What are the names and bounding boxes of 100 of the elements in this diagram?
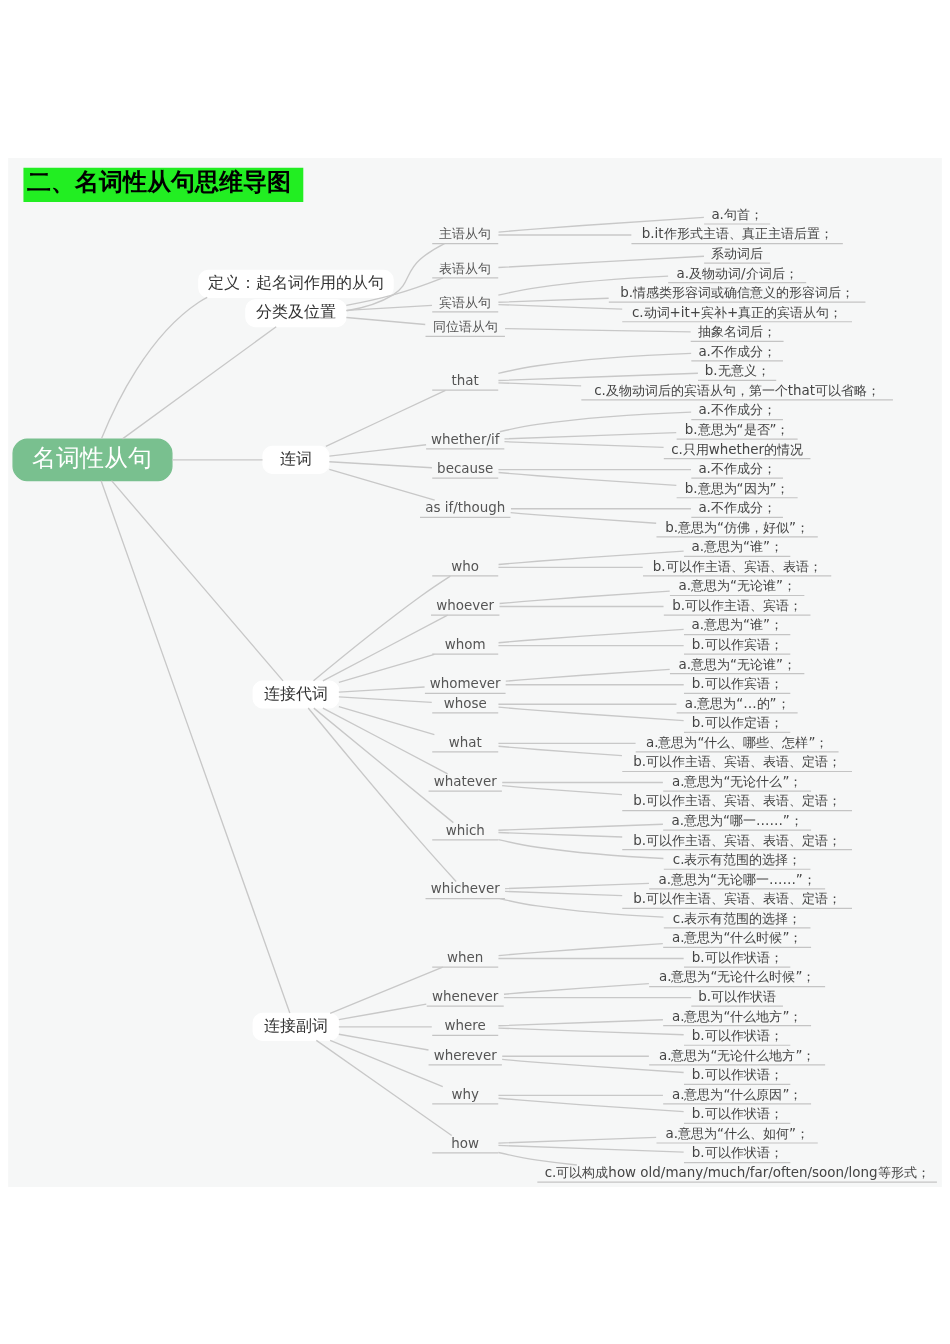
node-text: b.无意义； [704,362,770,378]
node-text: b.可以作状语； [691,1027,783,1043]
node-text: b.意思为“仿佛，好似”； [665,519,810,535]
node-text: a.不作成分； [698,460,776,476]
connector [504,327,692,333]
node-text: 抽象名词后； [698,323,777,339]
connector [338,685,426,693]
connector [338,695,433,703]
connector [338,1025,433,1028]
node-text: which [445,822,485,838]
node-text: a.意思为“无论谁”； [678,656,796,672]
connector [497,706,685,721]
connector [338,705,436,735]
node-text: a.意思为“无论谁”； [678,577,796,593]
connector [497,957,685,959]
node-text: what [448,734,482,750]
node-text: a.意思为“什么原因”； [671,1086,803,1102]
connector [338,1033,430,1051]
connector [498,589,671,604]
node-text: whichever [430,880,500,896]
connector [307,706,457,882]
node-text: b.可以作状语； [691,1105,783,1121]
node-text: a.意思为“无论什么”； [671,773,803,789]
node-text: a.意思为“无论什么时候”； [658,968,816,984]
connector [100,479,291,1014]
node-text: whom [444,636,486,652]
connector [497,1094,664,1096]
node-text: that [451,372,479,388]
node-box: 定义：起名词作用的从句 [198,269,394,298]
node-text: as if/though [425,499,506,515]
node-text: a.不作成分； [698,499,776,515]
connector [499,410,692,432]
node-text: a.意思为“什么、如何”； [665,1125,809,1141]
connector [497,566,644,568]
connector [497,1018,664,1026]
node-text: a.句首； [711,206,763,222]
node-text: wherever [433,1047,497,1063]
connector [501,784,623,795]
node-box: 连接代词 [252,679,340,709]
node-text: how [451,1135,480,1151]
node-text: a.意思为“什么地方”； [671,1008,803,1024]
node-text: b.it作形式主语、真正主语后置； [641,225,833,241]
node-text: a.及物动词/介词后； [676,265,798,281]
node-box: 分类及位置 [245,298,347,327]
node-text: who [451,558,480,574]
node-text: a.意思为“…的”； [684,695,790,711]
node-box: 连词 [262,445,330,474]
node-text: b.可以作宾语； [691,675,783,691]
node-text: b.可以作状语； [691,1066,783,1082]
connector [497,471,678,486]
node-text: b.可以作主语、宾语、表语、定语； [633,832,842,848]
node-text: b.可以作主语、宾语、表语； [652,558,822,574]
node-text: 同位语从句 [432,318,498,334]
connector [497,352,692,374]
node-text: a.意思为“什么、哪些、怎样”； [645,734,829,750]
node-text: b.可以作宾语； [691,636,783,652]
connector [100,296,208,439]
connector [504,683,685,685]
node-text: whether/if [431,431,500,447]
connector [504,890,623,896]
connector [501,781,664,783]
connector [312,574,451,681]
node-text: b.可以作主语、宾语、表语、定语； [633,890,842,906]
connector [497,745,623,756]
connector [171,458,264,461]
connector [313,706,454,823]
node-text: b.意思为“因为”； [684,480,790,496]
connector [322,614,449,682]
connector [497,703,678,705]
connector [497,838,665,859]
connector [503,440,665,448]
node-text: b.可以作状语； [691,949,783,965]
node-text: 系动词后 [711,245,764,261]
node-text: 表语从句 [439,260,492,276]
connector [497,1151,578,1166]
node-text: a.意思为“什么时候”； [671,929,803,945]
node-text: c.动词+it+宾补+真正的宾语从句； [631,304,843,320]
connector [328,468,436,501]
connector [338,1003,427,1020]
connector [497,233,632,236]
node-text: whoever [436,597,495,613]
connector [497,297,610,303]
node-text: 宾语从句 [439,294,492,310]
node-text: b.可以作状语 [698,988,777,1004]
connector [338,653,436,683]
connector [510,511,657,524]
node-text: a.意思为“无论哪一……”； [658,871,816,887]
connector [121,325,277,440]
node-text: b.可以作定语； [691,714,783,730]
node-text: b.情感类形容词或确信意义的形容词后； [620,284,855,300]
node-text: 主语从句 [439,225,492,241]
node-text: b.可以作状语； [691,1144,783,1160]
node-text: b.可以作主语、宾语； [672,597,803,613]
connector [322,706,449,774]
node-text: b.可以作主语、宾语、表语、定语； [633,753,842,769]
connector [325,389,447,447]
node-text: a.意思为“谁”； [691,538,783,554]
node-box: 连接副词 [252,1012,340,1041]
node-text: c.表示有范围的选择； [672,910,802,926]
connector [497,742,637,744]
